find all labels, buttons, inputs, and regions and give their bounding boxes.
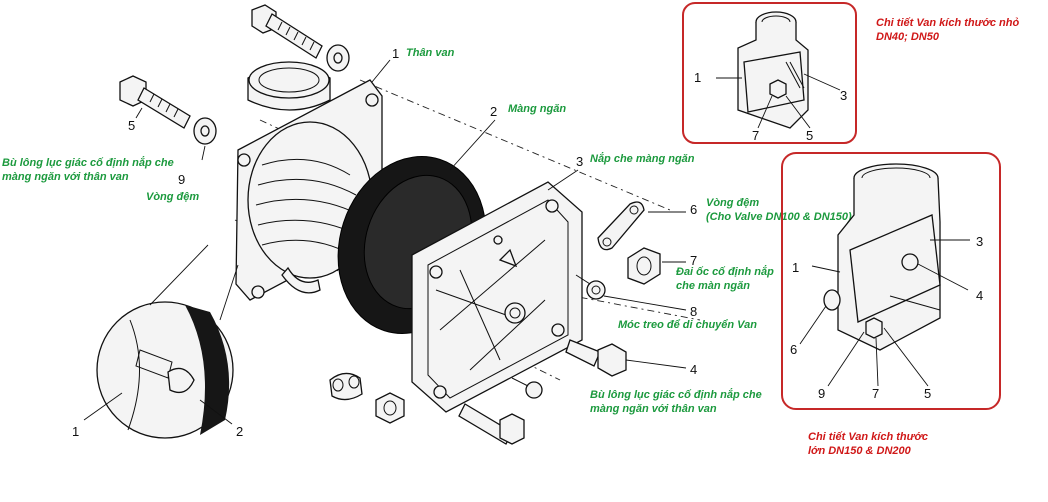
number-3: 3 — [576, 154, 583, 169]
large-inset-number-4: 4 — [976, 288, 983, 303]
number-7: 7 — [690, 253, 697, 268]
small-inset-caption-line1: Chi tiết Van kích thước nhỏ — [876, 17, 1019, 29]
large-inset-number-5: 5 — [924, 386, 931, 401]
small-valve-inset: 1 3 7 5 — [682, 2, 857, 144]
hex-bolt-top — [251, 4, 323, 59]
large-inset-number-6: 6 — [790, 342, 797, 357]
small-inset-number-5: 5 — [806, 128, 813, 143]
hex-nut-7 — [627, 247, 661, 285]
part-labels: Thân van Màng ngăn Nắp che màng ngăn Vòn… — [2, 47, 852, 415]
large-inset-caption-line2: lớn DN150 & DN200 — [808, 445, 912, 457]
hex-bolt-lower — [458, 403, 525, 445]
detail-circle — [96, 244, 239, 439]
large-inset-number-3: 3 — [976, 234, 983, 249]
hex-nut-lower-left — [375, 392, 405, 424]
label-bu-long-5-line2: màng ngăn với thân van — [2, 171, 129, 183]
detail-number-1: 1 — [72, 424, 79, 439]
number-4: 4 — [690, 362, 697, 377]
label-bu-long-4-line2: màng ngăn với thân van — [590, 403, 717, 415]
label-vong-dem-9: Vòng đệm — [146, 191, 199, 203]
detail-number-2: 2 — [236, 424, 243, 439]
hex-bolt-left — [119, 75, 191, 129]
large-inset-number-1: 1 — [792, 260, 799, 275]
number-2: 2 — [490, 104, 497, 119]
hex-bolt-4 — [565, 339, 627, 377]
label-nap-che: Nắp che màng ngăn — [590, 152, 695, 165]
label-dai-oc-line2: che màn ngăn — [676, 280, 750, 292]
small-inset-number-1: 1 — [694, 70, 701, 85]
label-vong-dem-6-line2: (Cho Valve DN100 & DN150) — [706, 211, 852, 223]
label-dai-oc-line1: Đai ốc cố định nắp — [676, 265, 774, 278]
main-part-numbers: 1 2 3 6 7 8 4 5 9 1 2 — [72, 46, 697, 439]
large-inset-number-7: 7 — [872, 386, 879, 401]
number-8: 8 — [690, 304, 697, 319]
label-moc-treo: Móc treo để di chuyển Van — [618, 319, 757, 331]
label-mang-ngan: Màng ngăn — [508, 103, 566, 115]
washer-lower-left — [329, 372, 363, 401]
label-vong-dem-6-line1: Vòng đệm — [706, 197, 759, 209]
large-inset-number-9: 9 — [818, 386, 825, 401]
gasket-plate-6 — [597, 201, 645, 251]
number-5: 5 — [128, 118, 135, 133]
diaphragm-cover — [411, 181, 583, 413]
small-inset-number-7: 7 — [752, 128, 759, 143]
number-6: 6 — [690, 202, 697, 217]
main-leaders — [83, 59, 687, 425]
small-inset-number-3: 3 — [840, 88, 847, 103]
small-inset-caption-line2: DN40; DN50 — [876, 31, 940, 43]
label-than-van: Thân van — [406, 47, 455, 59]
large-inset-caption-line1: Chi tiết Van kích thước — [808, 431, 928, 443]
number-1: 1 — [392, 46, 399, 61]
washer-left — [193, 117, 217, 145]
washer-top — [326, 44, 350, 72]
label-bu-long-4-line1: Bù lông lục giác cố định nắp che — [590, 388, 762, 401]
lifting-eye-8 — [511, 274, 606, 399]
label-bu-long-5-line1: Bù lông lục giác cố định nắp che — [2, 156, 174, 169]
number-9: 9 — [178, 172, 185, 187]
large-valve-inset: 1 3 4 6 9 7 5 — [781, 152, 1001, 410]
